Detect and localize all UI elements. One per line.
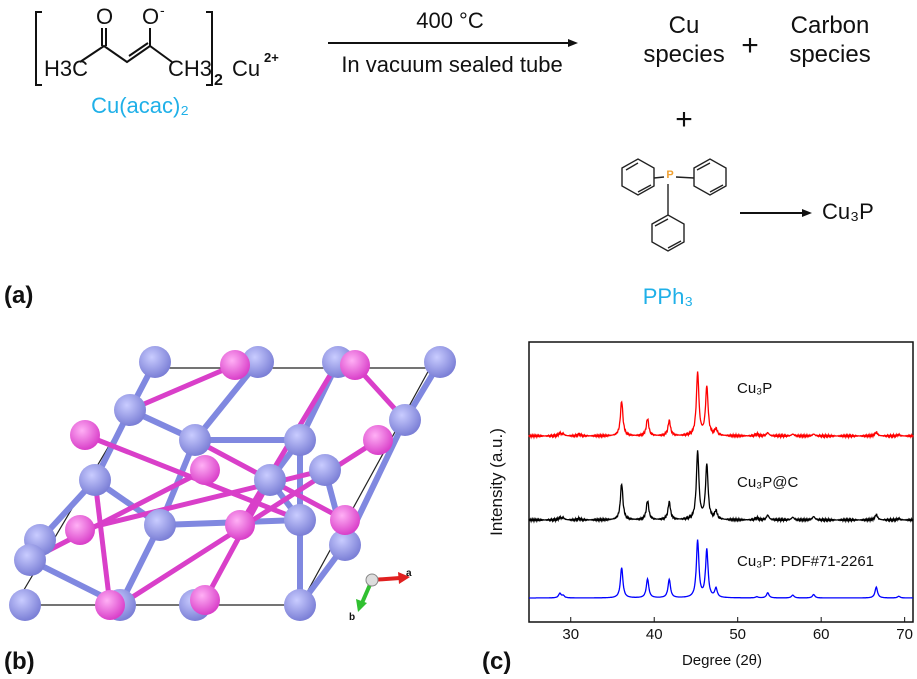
cu-atom bbox=[284, 504, 316, 536]
condition-temperature: 400 °C bbox=[416, 8, 484, 33]
carbonyl-bond bbox=[101, 28, 107, 46]
p-atom bbox=[70, 420, 100, 450]
legend-cu3p: Cu₃P bbox=[737, 380, 773, 397]
p-atom bbox=[220, 350, 250, 380]
cu-atom bbox=[309, 454, 341, 486]
cu-atom bbox=[9, 589, 41, 621]
cu-p-bond bbox=[28, 467, 207, 563]
product-cu-species: Cu species bbox=[643, 12, 724, 70]
cu-atom bbox=[114, 394, 146, 426]
legend-cu3p-c: Cu₃P@C bbox=[737, 474, 799, 491]
cu-atom bbox=[284, 424, 316, 456]
x-tick-label: 70 bbox=[896, 626, 913, 643]
pph3-structure bbox=[621, 158, 727, 252]
ch3-label: CH3 bbox=[168, 56, 213, 81]
h3c-label: H3C bbox=[44, 56, 89, 81]
panel-label-b: (b) bbox=[4, 648, 35, 675]
reagent-name: PPh₃ bbox=[642, 284, 694, 309]
cu-charge: 2+ bbox=[264, 50, 279, 65]
cu-p-bond bbox=[202, 478, 273, 602]
cu-p-bond bbox=[129, 362, 236, 413]
oxygen-1-label: O bbox=[96, 4, 114, 29]
plot-frame bbox=[528, 341, 914, 623]
legend-pdf: Cu₃P: PDF#71-2261 bbox=[737, 553, 875, 570]
p-atom bbox=[65, 515, 95, 545]
product-cu-line1: Cu bbox=[668, 12, 700, 39]
crystal-structure bbox=[9, 346, 456, 621]
plus-sign-1: + bbox=[741, 29, 759, 62]
cu-atom bbox=[139, 346, 171, 378]
carbon-backbone bbox=[79, 44, 173, 64]
cu-atom bbox=[79, 464, 111, 496]
cu-atom bbox=[329, 529, 361, 561]
xrd-series-line bbox=[528, 450, 914, 524]
x-tick-label: 30 bbox=[562, 626, 580, 643]
cu-atom bbox=[179, 424, 211, 456]
axis-b-label: b bbox=[349, 612, 356, 623]
cu-atom bbox=[14, 544, 46, 576]
oxygen-charge: - bbox=[160, 2, 165, 18]
plus-sign-2: + bbox=[675, 103, 693, 136]
xrd-series-line bbox=[529, 539, 913, 599]
double-bond bbox=[128, 42, 149, 57]
subscript-2: 2 bbox=[214, 72, 223, 89]
x-axis-label: Degree (2θ) bbox=[681, 652, 763, 669]
product-arrow bbox=[740, 209, 812, 217]
x-tick-label: 60 bbox=[812, 626, 830, 643]
p-atom bbox=[190, 455, 220, 485]
oxygen-2-label: O bbox=[142, 4, 160, 29]
p-atom bbox=[340, 350, 370, 380]
panel-label-a: (a) bbox=[4, 282, 34, 309]
axis-a-label: a bbox=[406, 568, 412, 579]
condition-vacuum: In vacuum sealed tube bbox=[341, 52, 563, 77]
product-carbon-species: Carbon species bbox=[789, 12, 870, 70]
cu-p-bond bbox=[92, 479, 113, 606]
cu-atom bbox=[144, 509, 176, 541]
final-product: Cu₃P bbox=[822, 199, 874, 224]
cu-atom bbox=[389, 404, 421, 436]
acac-structure bbox=[35, 11, 213, 86]
cu-atom bbox=[242, 346, 274, 378]
cu-atom bbox=[254, 464, 286, 496]
cu-label: Cu bbox=[232, 56, 261, 81]
p-atom bbox=[190, 585, 220, 615]
cu-atom bbox=[284, 589, 316, 621]
product-carbon-line1: Carbon bbox=[790, 12, 870, 39]
xrd-chart bbox=[528, 341, 914, 623]
cu-atom bbox=[424, 346, 456, 378]
p-atom bbox=[363, 425, 393, 455]
x-tick-label: 40 bbox=[645, 626, 663, 643]
left-bracket bbox=[35, 11, 42, 86]
panel-label-c: (c) bbox=[482, 648, 512, 675]
reaction-arrow bbox=[328, 39, 578, 47]
phosphorus-atom: P bbox=[666, 169, 674, 183]
reactant-name: Cu(acac)₂ bbox=[91, 93, 189, 118]
x-tick-label: 50 bbox=[729, 626, 747, 643]
cu-cu-bond bbox=[192, 360, 261, 442]
right-bracket bbox=[206, 11, 213, 86]
axis-origin bbox=[365, 573, 379, 587]
product-cu-line2: species bbox=[643, 40, 725, 68]
p-atom bbox=[95, 590, 125, 620]
axis-triad bbox=[356, 572, 410, 612]
p-atom bbox=[225, 510, 255, 540]
y-axis-label: Intensity (a.u.) bbox=[487, 428, 506, 536]
product-carbon-line2: species bbox=[789, 40, 871, 68]
xrd-series-line bbox=[528, 371, 914, 440]
p-atom bbox=[330, 505, 360, 535]
